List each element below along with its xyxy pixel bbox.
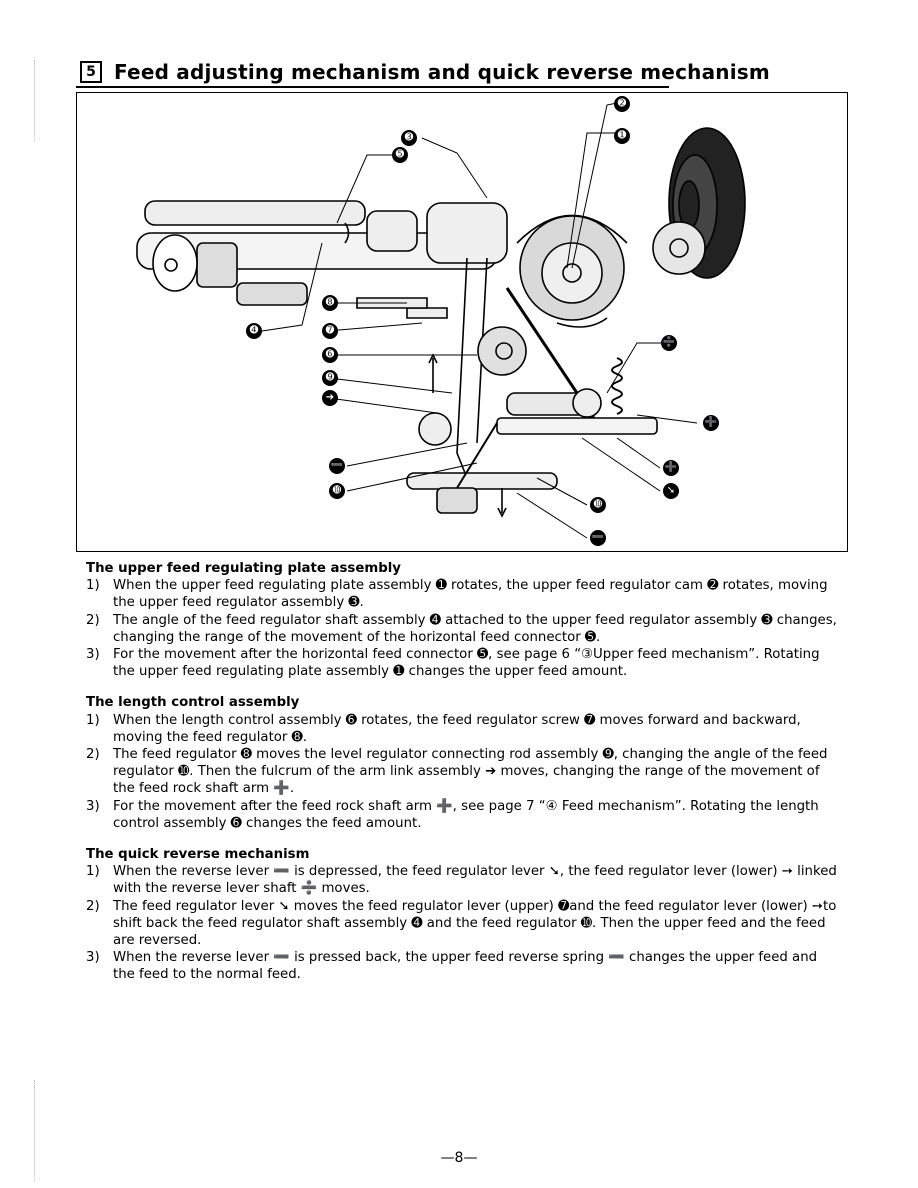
item-number: 3) bbox=[86, 647, 100, 663]
callout-10b: ➓ bbox=[329, 483, 345, 499]
item-text: The feed regulator ➑ moves the level reg… bbox=[113, 747, 828, 797]
page-title: Feed adjusting mechanism and quick rever… bbox=[114, 60, 770, 84]
mechanism-figure: ➋ ➊ ➌ ➎ ➍ ➑ ➐ ➏ ➒ ➔ ➖ ➓ ➗ ➕ ➕ ➘ ➓ ➖ bbox=[76, 92, 848, 552]
item-text: When the upper feed regulating plate ass… bbox=[113, 578, 828, 611]
step-list: 1) When the reverse lever ➖ is depressed,… bbox=[86, 863, 842, 983]
list-item: 3) For the movement after the horizontal … bbox=[86, 646, 842, 680]
item-number: 3) bbox=[86, 798, 100, 814]
list-item: 1) When the reverse lever ➖ is depressed,… bbox=[86, 863, 842, 897]
item-number: 1) bbox=[86, 578, 100, 594]
list-item: 2) The feed regulator ➑ moves the level r… bbox=[86, 746, 842, 798]
callout-10: ➖ bbox=[590, 530, 606, 546]
callout-17: ➗ bbox=[661, 335, 677, 351]
callout-5: ➎ bbox=[392, 147, 408, 163]
item-number: 2) bbox=[86, 747, 100, 763]
step-list: 1) When the length control assembly ➏ rot… bbox=[86, 712, 842, 832]
item-text: For the movement after the feed rock sha… bbox=[113, 798, 819, 831]
item-text: When the length control assembly ➏ rotat… bbox=[113, 712, 801, 745]
callout-13: ➕ bbox=[663, 460, 679, 476]
list-item: 3) When the reverse lever ➖ is pressed ba… bbox=[86, 949, 842, 983]
description-body: The upper feed regulating plate assembly… bbox=[86, 560, 842, 998]
item-number: 2) bbox=[86, 612, 100, 628]
callout-1: ➊ bbox=[614, 128, 630, 144]
callout-12: ➓ bbox=[590, 497, 606, 513]
section-upper-feed: The upper feed regulating plate assembly… bbox=[86, 560, 842, 680]
item-text: For the movement after the horizontal fe… bbox=[113, 647, 820, 680]
list-item: 3) For the movement after the feed rock s… bbox=[86, 798, 842, 832]
callout-15: ➘ bbox=[663, 483, 679, 499]
section-number-box: 5 bbox=[80, 61, 102, 83]
list-item: 2) The feed regulator lever ➘ moves the f… bbox=[86, 898, 842, 950]
callout-6: ➏ bbox=[322, 347, 338, 363]
callout-2: ➋ bbox=[614, 96, 630, 112]
step-list: 1) When the upper feed regulating plate a… bbox=[86, 577, 842, 680]
margin-dots bbox=[34, 60, 37, 140]
callout-9: ➒ bbox=[322, 370, 338, 386]
section-title: The length control assembly bbox=[86, 695, 300, 711]
section-title: The upper feed regulating plate assembly bbox=[86, 561, 401, 576]
item-text: The angle of the feed regulator shaft as… bbox=[113, 612, 837, 645]
header-underline bbox=[76, 86, 669, 88]
item-text: When the reverse lever ➖ is pressed back… bbox=[113, 950, 818, 983]
list-item: 1) When the upper feed regulating plate a… bbox=[86, 577, 842, 611]
item-text: The feed regulator lever ➘ moves the fee… bbox=[113, 898, 837, 949]
list-item: 1) When the length control assembly ➏ rot… bbox=[86, 712, 842, 746]
item-number: 2) bbox=[86, 898, 100, 914]
mechanism-illustration bbox=[136, 102, 746, 539]
callout-11: ➔ bbox=[322, 390, 338, 406]
page-number: —8— bbox=[440, 1150, 478, 1166]
section-title: The quick reverse mechanism bbox=[86, 847, 310, 863]
item-number: 1) bbox=[86, 864, 100, 880]
item-text: When the reverse lever ➖ is depressed, t… bbox=[113, 864, 837, 897]
callout-7: ➐ bbox=[322, 323, 338, 339]
list-item: 2) The angle of the feed regulator shaft … bbox=[86, 612, 842, 646]
section-length-control: The length control assembly 1) When the l… bbox=[86, 694, 842, 832]
callout-14: ➕ bbox=[703, 415, 719, 431]
section-quick-reverse: The quick reverse mechanism 1) When the r… bbox=[86, 846, 842, 984]
callout-3: ➌ bbox=[401, 130, 417, 146]
callout-8: ➑ bbox=[322, 295, 338, 311]
margin-dots bbox=[34, 1080, 37, 1180]
item-number: 3) bbox=[86, 950, 100, 966]
section-header: 5 Feed adjusting mechanism and quick rev… bbox=[80, 60, 770, 84]
callout-16: ➖ bbox=[329, 458, 345, 474]
item-number: 1) bbox=[86, 712, 100, 728]
callout-4: ➍ bbox=[246, 323, 262, 339]
